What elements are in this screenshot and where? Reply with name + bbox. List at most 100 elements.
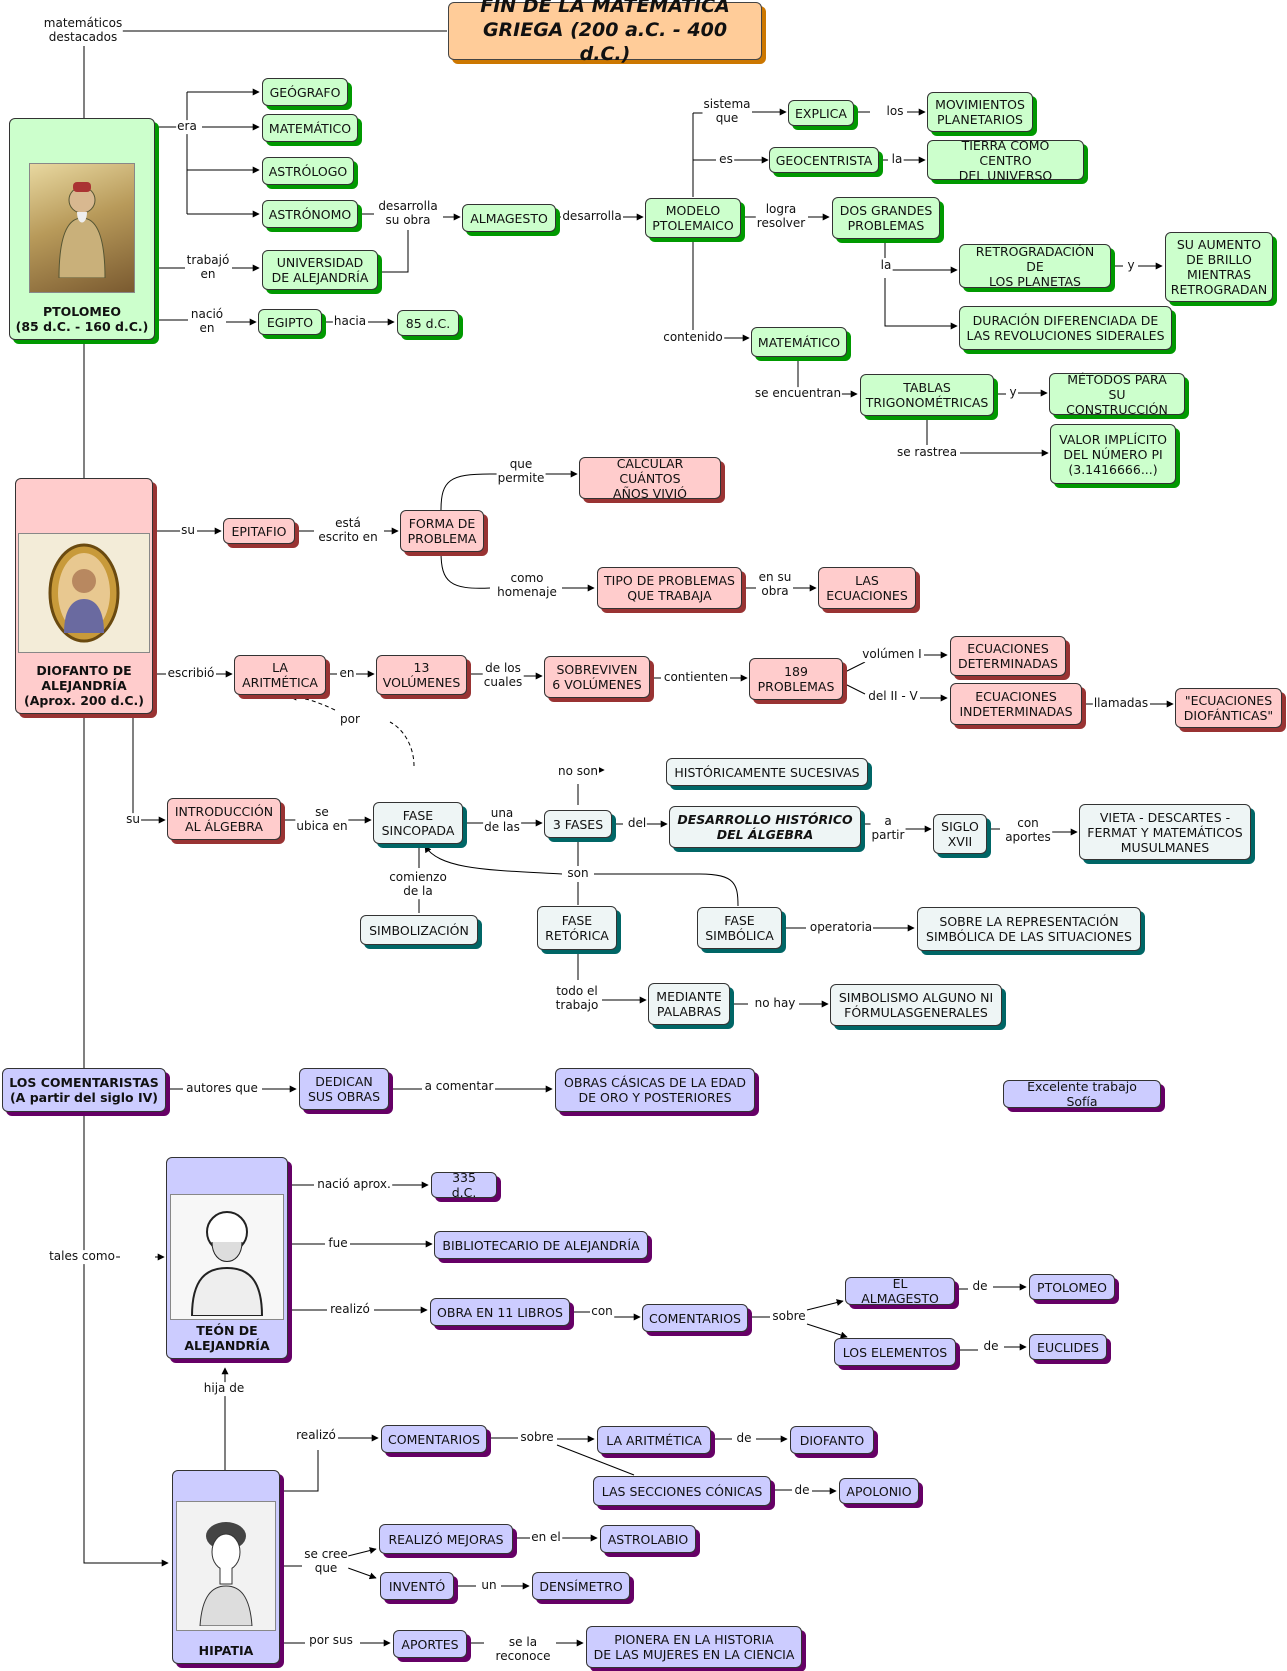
node-comentarios-hipatia[interactable]: COMENTARIOS [381,1425,487,1453]
node-astrolabio[interactable]: ASTROLABIO [600,1525,696,1553]
label-a-partir: a partir [870,814,906,843]
node-fase-retorica[interactable]: FASE RETÓRICA [537,906,617,950]
label-llamadas: llamadas [1092,696,1150,711]
ptolomeo-card[interactable]: PTOLOMEO (85 d.C. - 160 d.C.) [9,118,155,340]
node-realizo-mejoras[interactable]: REALIZÓ MEJORAS [379,1524,513,1554]
node-determinadas[interactable]: ECUACIONES DETERMINADAS [950,636,1066,676]
diofanto-name: DIOFANTO DE ALEJANDRÍA (Aprox. 200 d.C.) [23,663,145,708]
node-calcular-anos[interactable]: CALCULAR CUÁNTOS AÑOS VIVIÓ [579,456,721,501]
node-335dc[interactable]: 335 d.C. [431,1170,497,1200]
label-todo-el-trabajo: todo el trabajo [554,984,600,1013]
node-aumento-brillo[interactable]: SU AUMENTO DE BRILLO MIENTRAS RETROGRADA… [1165,232,1273,302]
node-movimientos[interactable]: MOVIMIENTOS PLANETARIOS [927,92,1033,132]
node-85dc[interactable]: 85 d.C. [397,310,459,336]
node-secciones-conicas[interactable]: LAS SECCIONES CÓNICAS [593,1476,771,1506]
node-bibliotecario[interactable]: BIBLIOTECARIO DE ALEJANDRÍA [434,1231,648,1259]
node-modelo-ptolemaico[interactable]: MODELO PTOLEMAICO [645,198,741,238]
label-como-homenaje: como homenaje [496,571,558,600]
node-siglo-xvii[interactable]: SIGLO XVII [933,814,987,854]
label-se-ubica: se ubica en [295,805,349,834]
node-metodos[interactable]: MÉTODOS PARA SU CONSTRUCCIÓN [1049,372,1185,417]
node-matematico-2[interactable]: MATEMÁTICO [751,327,847,357]
diofanto-card[interactable]: DIOFANTO DE ALEJANDRÍA (Aprox. 200 d.C.) [15,478,153,714]
label-se-rastrea: se rastrea [895,445,959,460]
node-representacion[interactable]: SOBRE LA REPRESENTACIÓN SIMBÓLICA DE LAS… [917,907,1141,951]
node-sucesivas[interactable]: HISTÓRICAMENTE SUCESIVAS [666,758,868,786]
node-invento[interactable]: INVENTÓ [380,1572,454,1600]
node-el-almagesto[interactable]: EL ALMAGESTO [845,1276,955,1306]
label-hija-de: hija de [202,1381,246,1396]
label-nacio-en: nació en [189,307,225,336]
node-introduccion[interactable]: INTRODUCCIÓN AL ÁLGEBRA [167,798,281,840]
node-diofanticas[interactable]: "ECUACIONES DIOFÁNTICAS" [1175,688,1282,728]
label-una-de-las: una de las [483,806,521,835]
node-tipo-problemas[interactable]: TIPO DE PROBLEMAS QUE TRABAJA [597,567,742,609]
node-epitafio[interactable]: EPITAFIO [223,518,295,544]
node-mediante-palabras[interactable]: MEDIANTE PALABRAS [648,983,730,1025]
node-universidad[interactable]: UNIVERSIDAD DE ALEJANDRÍA [262,250,378,290]
node-densimetro[interactable]: DENSÍMETRO [532,1572,630,1600]
node-desarrollo-historico[interactable]: DESARROLLO HISTÓRICO DEL ÁLGEBRA [669,806,861,848]
node-duracion[interactable]: DURACIÓN DIFERENCIADA DE LAS REVOLUCIONE… [959,306,1172,350]
node-geocentrista[interactable]: GEOCENTRISTA [769,147,879,173]
diofanto-portrait-icon [18,533,150,653]
node-excelente-trabajo[interactable]: Excelente trabajo Sofía [1003,1079,1161,1109]
label-escribio: escribió [166,666,216,681]
node-diofanto[interactable]: DIOFANTO [790,1426,874,1454]
node-las-ecuaciones[interactable]: LAS ECUACIONES [818,567,916,609]
label-y-1: y [1126,258,1136,273]
node-dedican-obras[interactable]: DEDICAN SUS OBRAS [299,1068,389,1110]
node-explica[interactable]: EXPLICA [788,100,854,126]
node-geografo[interactable]: GEÓGRAFO [262,78,348,106]
node-189-problemas[interactable]: 189 PROBLEMAS [749,658,843,700]
node-comentaristas[interactable]: LOS COMENTARISTAS (A partir del siglo IV… [2,1068,166,1112]
node-astronomo[interactable]: ASTRÓNOMO [262,200,358,228]
node-sobreviven[interactable]: SOBREVIVEN 6 VOLÚMENES [544,656,650,698]
node-indeterminadas[interactable]: ECUACIONES INDETERMINADAS [950,683,1082,725]
node-euclides[interactable]: EUCLIDES [1029,1334,1107,1360]
node-fase-simbolica[interactable]: FASE SIMBÓLICA [697,907,782,949]
label-son: son [566,866,590,881]
node-dos-problemas[interactable]: DOS GRANDES PROBLEMAS [832,197,940,239]
node-la-aritmetica-hipatia[interactable]: LA ARITMÉTICA [597,1426,711,1454]
node-fase-sincopada[interactable]: FASE SINCOPADA [373,802,463,844]
node-almagesto[interactable]: ALMAGESTO [462,204,556,232]
label-del-ii-v: del II - V [867,689,919,704]
node-aportes[interactable]: APORTES [393,1630,467,1658]
label-desarrolla: desarrolla [561,209,623,224]
label-los: los [885,104,905,119]
label-de-teon-2: de [982,1339,1000,1354]
node-la-aritmetica[interactable]: LA ARITMÉTICA [234,655,326,695]
ptolomeo-name: PTOLOMEO (85 d.C. - 160 d.C.) [15,304,149,334]
node-simbolismo[interactable]: SIMBOLISMO ALGUNO NI FÓRMULASGENERALES [830,984,1002,1026]
hipatia-card[interactable]: HIPATIA [172,1470,280,1664]
node-comentarios-teon[interactable]: COMENTARIOS [642,1304,748,1332]
node-apolonio[interactable]: APOLONIO [839,1478,919,1504]
node-egipto[interactable]: EGIPTO [258,309,322,335]
node-obras-clasicas[interactable]: OBRAS CÁSICAS DE LA EDAD DE ORO Y POSTER… [555,1068,755,1112]
label-se-cree-que: se cree que [303,1547,349,1576]
label-era: era [176,119,198,134]
label-se-encuentran: se encuentran [753,386,843,401]
node-simbolizacion[interactable]: SIMBOLIZACIÓN [360,915,478,945]
node-obra-11-libros[interactable]: OBRA EN 11 LIBROS [430,1298,570,1326]
node-tierra-centro[interactable]: TIERRA COMO CENTRO DEL UNIVERSO [927,138,1084,183]
node-valor-pi[interactable]: VALOR IMPLÍCITO DEL NÚMERO PI (3.1416666… [1050,424,1176,484]
label-la-2: la [879,258,893,273]
node-3-fases[interactable]: 3 FASES [544,810,612,838]
node-los-elementos[interactable]: LOS ELEMENTOS [834,1338,956,1366]
label-autores-que: autores que [185,1081,259,1096]
node-pionera[interactable]: PIONERA EN LA HISTORIA DE LAS MUJERES EN… [586,1626,802,1668]
node-13-volumenes[interactable]: 13 VOLÚMENES [376,655,467,695]
node-tablas[interactable]: TABLAS TRIGONOMÉTRICAS [860,374,994,416]
node-forma-problema[interactable]: FORMA DE PROBLEMA [400,510,484,552]
node-vieta[interactable]: VIETA - DESCARTES - FERMAT Y MATEMÁTICOS… [1079,804,1251,860]
node-matematico[interactable]: MATEMÁTICO [262,114,358,142]
node-astrologo[interactable]: ASTRÓLOGO [262,157,354,185]
node-retrogradacion[interactable]: RETROGRADACIÓN DE LOS PLANETAS [959,244,1111,289]
label-realizo-hipatia: realizó [295,1428,337,1443]
teon-card[interactable]: TEÓN DE ALEJANDRÍA [166,1157,288,1359]
node-ptolomeo[interactable]: PTOLOMEO [1029,1274,1115,1300]
label-es: es [718,152,734,167]
